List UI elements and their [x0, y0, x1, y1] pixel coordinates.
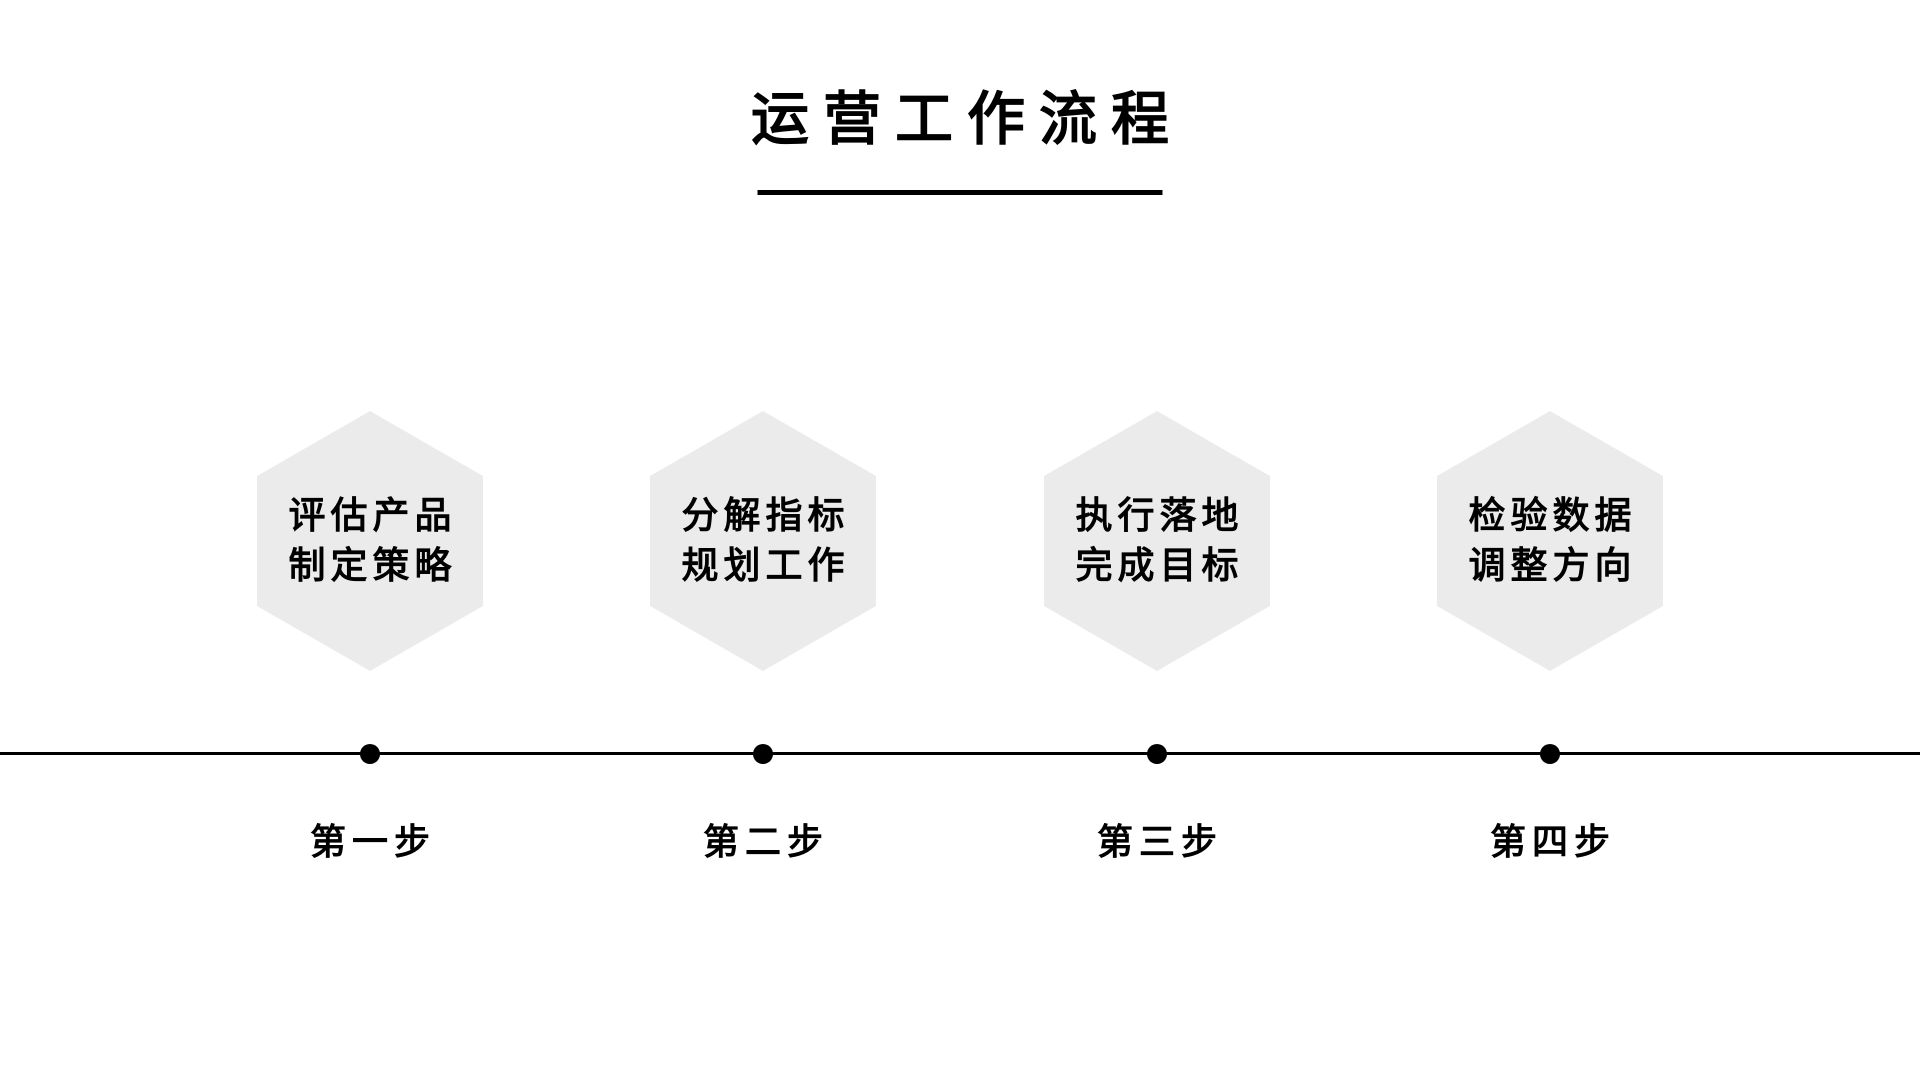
timeline-dot-2 [753, 744, 773, 764]
step-label-2: 第二步 [702, 821, 829, 862]
step-2-text-line-2: 规划工作 [681, 545, 850, 586]
page-title: 运营工作流程 [750, 87, 1183, 152]
step-1-text-line-1: 评估产品 [288, 495, 457, 536]
step-4-text-line-2: 调整方向 [1468, 545, 1637, 586]
step-hexagon-1: 评估产品 制定策略 [257, 411, 483, 671]
step-4-text-line-1: 检验数据 [1468, 495, 1637, 536]
timeline-dot-3 [1147, 744, 1167, 764]
step-hexagon-3: 执行落地 完成目标 [1044, 411, 1270, 671]
title-underline [757, 190, 1163, 195]
step-hexagon-4: 检验数据 调整方向 [1437, 411, 1663, 671]
step-label-4: 第四步 [1489, 821, 1616, 862]
step-3-text-line-1: 执行落地 [1075, 495, 1244, 536]
timeline-dot-4 [1540, 744, 1560, 764]
timeline-dot-1 [360, 744, 380, 764]
timeline [0, 752, 1920, 755]
step-hexagon-2: 分解指标 规划工作 [650, 411, 876, 671]
step-3-text-line-2: 完成目标 [1075, 545, 1244, 586]
step-label-3: 第三步 [1096, 821, 1223, 862]
step-label-1: 第一步 [309, 821, 436, 862]
step-2-text-line-1: 分解指标 [681, 495, 850, 536]
step-1-text-line-2: 制定策略 [288, 545, 457, 586]
